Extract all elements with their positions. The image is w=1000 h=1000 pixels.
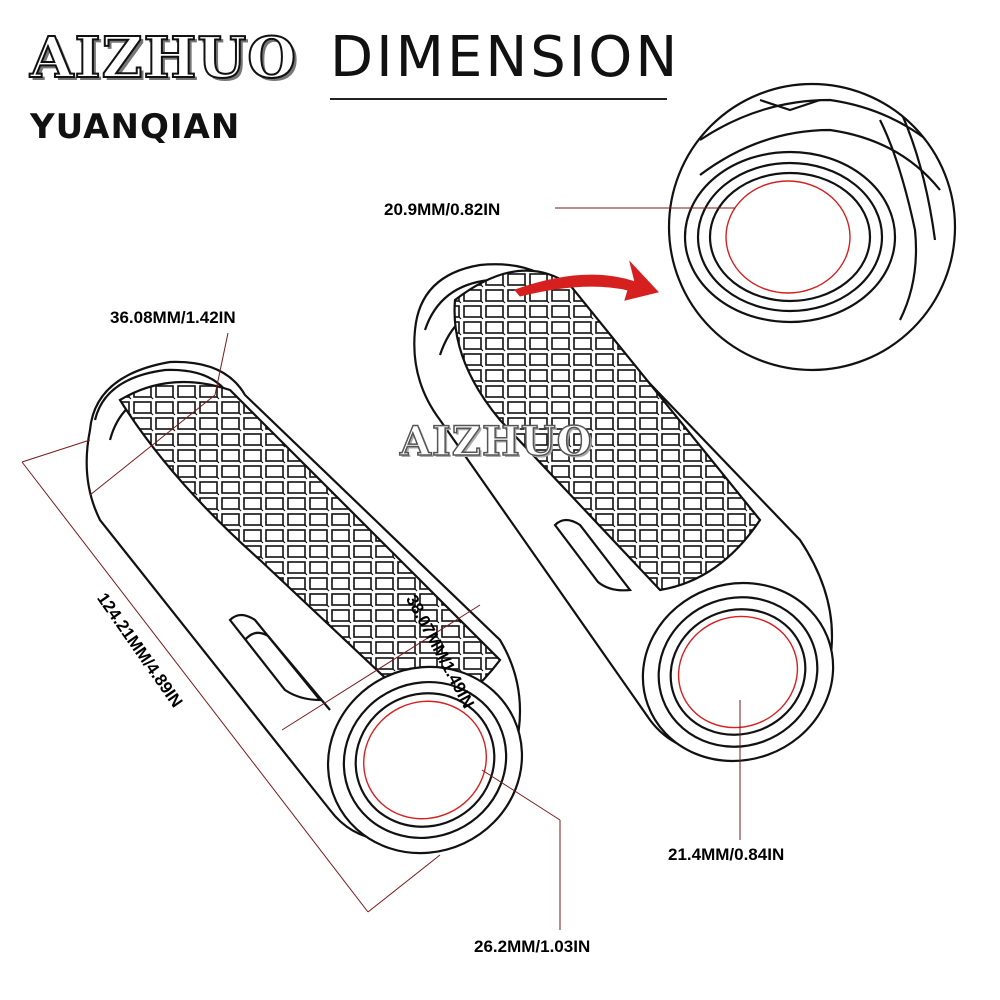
label-outer-diameter-end: 36.08MM/1.42IN (110, 308, 236, 327)
label-inner-diameter-detail: 20.9MM/0.82IN (384, 200, 501, 219)
dimension-lines (21, 207, 741, 930)
label-bore-end: 26.2MM/1.03IN (474, 937, 591, 956)
title-underline (330, 98, 667, 100)
brand-logo: AIZHUO (29, 25, 298, 91)
detail-bore (725, 180, 851, 294)
detail-zoom (667, 82, 957, 372)
label-bore-inner: 21.4MM/0.84IN (668, 845, 785, 864)
watermark: AIZHUO (399, 418, 593, 465)
right-grip-bore (677, 615, 799, 729)
right-grip-end-outer (641, 581, 835, 763)
page-title: DIMENSION (330, 25, 681, 90)
brand-subtitle: YUANQIAN (30, 107, 241, 147)
left-grip-bore (362, 700, 488, 820)
zoom-arrow (514, 260, 659, 301)
